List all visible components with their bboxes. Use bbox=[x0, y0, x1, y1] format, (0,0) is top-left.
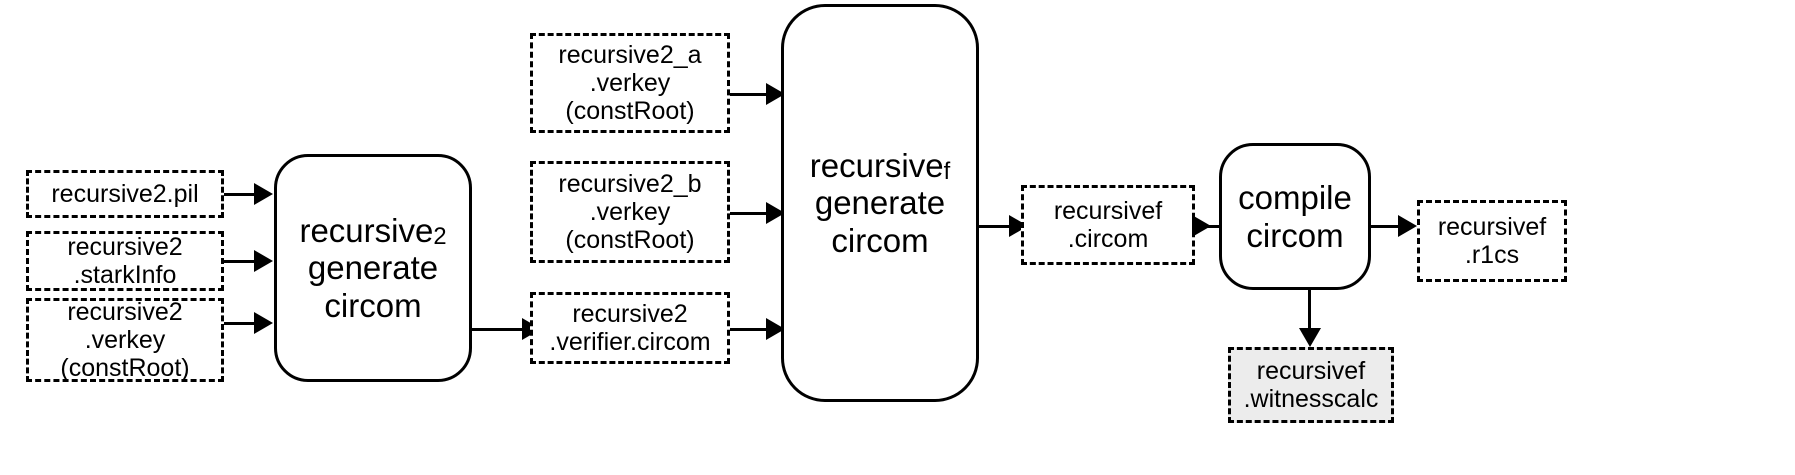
arrowhead-verkey-to-generate bbox=[254, 312, 273, 334]
node-label: compile circom bbox=[1238, 179, 1352, 254]
arrowhead-compile-to-witnesscalc bbox=[1299, 328, 1321, 347]
arrowhead-pil-to-generate bbox=[254, 183, 273, 205]
edge-b-verkey-to-recursivef bbox=[730, 212, 770, 215]
edge-compile-to-r1cs bbox=[1371, 225, 1403, 228]
node-recursive2-a-verkey[interactable]: recursive2_a .verkey (constRoot) bbox=[530, 33, 730, 133]
arrowhead-circom-to-compile bbox=[1192, 215, 1211, 237]
node-label: recursive2 generate circom bbox=[299, 212, 447, 324]
edge-recursivef-to-circom bbox=[979, 225, 1013, 228]
node-label: recursive2.pil bbox=[51, 179, 199, 208]
edge-generate-to-verifier bbox=[472, 328, 524, 331]
node-label: recursivef generate circom bbox=[809, 147, 951, 259]
node-label: recursivef .witnesscalc bbox=[1243, 356, 1379, 413]
node-recursivef-witnesscalc[interactable]: recursivef .witnesscalc bbox=[1228, 347, 1394, 423]
node-recursive2-verkey[interactable]: recursive2 .verkey (constRoot) bbox=[26, 298, 224, 382]
arrowhead-verifier-to-recursivef bbox=[766, 318, 785, 340]
edge-compile-to-witnesscalc bbox=[1308, 290, 1311, 332]
node-recursivef-r1cs[interactable]: recursivef .r1cs bbox=[1417, 200, 1567, 282]
node-recursive2-verifier-circom[interactable]: recursive2 .verifier.circom bbox=[530, 292, 730, 364]
arrowhead-starkinfo-to-generate bbox=[254, 250, 273, 272]
node-recursive2-b-verkey[interactable]: recursive2_b .verkey (constRoot) bbox=[530, 161, 730, 263]
arrowhead-a-verkey-to-recursivef bbox=[766, 83, 785, 105]
node-recursive2-generate-circom[interactable]: recursive2 generate circom bbox=[274, 154, 472, 382]
node-label: recursive2 .starkInfo bbox=[67, 232, 183, 289]
node-recursivef-circom[interactable]: recursivef .circom bbox=[1021, 185, 1195, 265]
edge-verkey-to-generate bbox=[224, 322, 256, 325]
node-label: recursivef .r1cs bbox=[1437, 212, 1547, 269]
node-recursivef-generate-circom[interactable]: recursivef generate circom bbox=[781, 4, 979, 402]
node-label: recursive2_b .verkey (constRoot) bbox=[558, 169, 702, 255]
arrowhead-b-verkey-to-recursivef bbox=[766, 202, 785, 224]
node-label: recursive2_a .verkey (constRoot) bbox=[558, 40, 702, 126]
node-recursive2-pil[interactable]: recursive2.pil bbox=[26, 170, 224, 218]
node-label: recursive2 .verkey (constRoot) bbox=[60, 297, 190, 383]
edge-a-verkey-to-recursivef bbox=[730, 93, 770, 96]
edge-verifier-to-recursivef bbox=[730, 328, 770, 331]
edge-pil-to-generate bbox=[224, 193, 256, 196]
node-label: recursivef .circom bbox=[1053, 196, 1163, 253]
node-compile-circom[interactable]: compile circom bbox=[1219, 143, 1371, 290]
arrowhead-compile-to-r1cs bbox=[1398, 215, 1417, 237]
node-label-subscript: f bbox=[943, 157, 951, 185]
node-label-subscript: 2 bbox=[433, 222, 447, 250]
node-recursive2-starkinfo[interactable]: recursive2 .starkInfo bbox=[26, 231, 224, 291]
node-label: recursive2 .verifier.circom bbox=[549, 299, 711, 356]
edge-starkinfo-to-generate bbox=[224, 260, 256, 263]
